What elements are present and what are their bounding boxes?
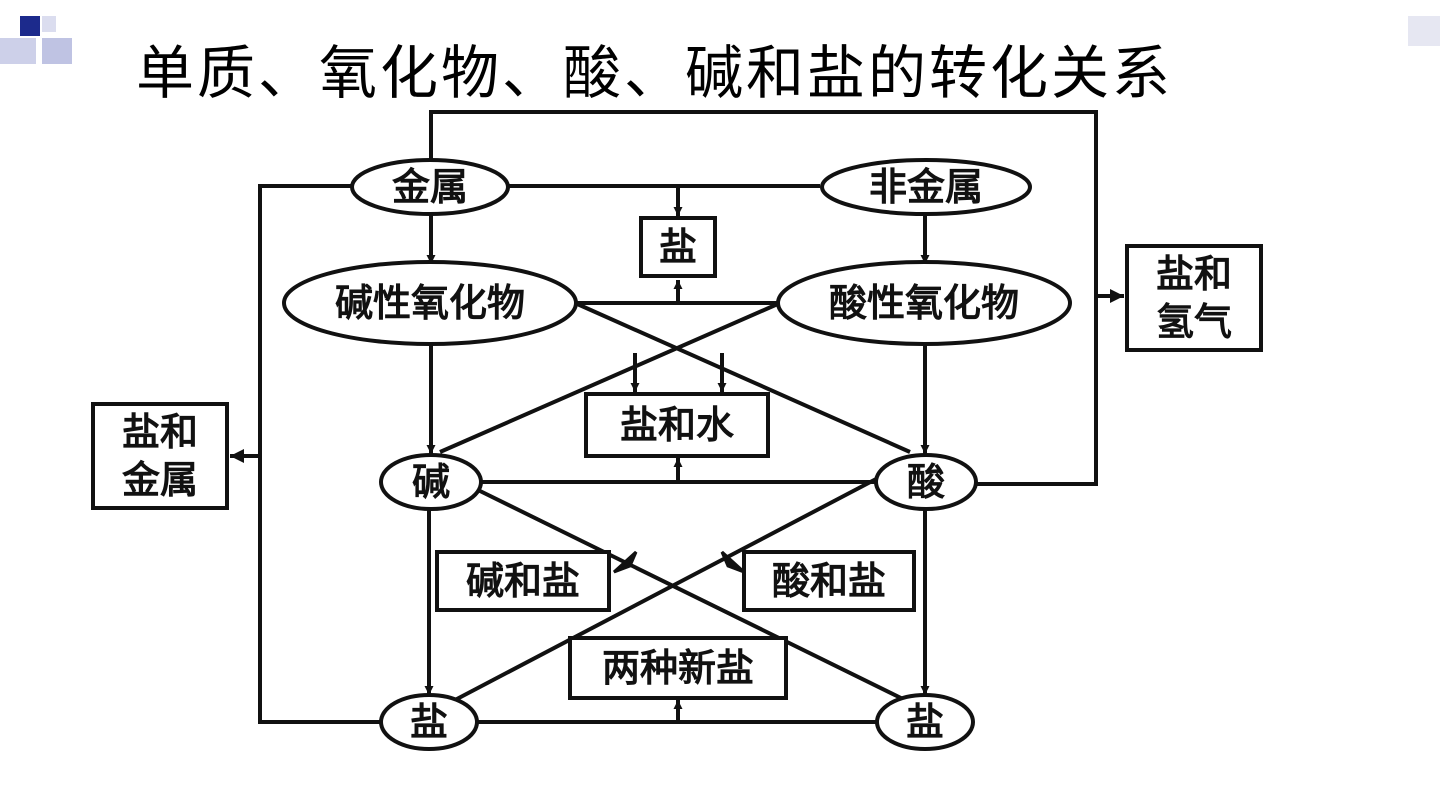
node-salt-hydrogen-label-2: 氢气: [1156, 300, 1232, 344]
node-basic-oxide-label: 碱性氧化物: [335, 281, 525, 325]
node-nonmetal-label: 非金属: [869, 165, 983, 209]
node-salt-hydrogen-box: [1125, 244, 1263, 352]
node-salt-right-label: 盐: [906, 700, 944, 744]
node-basic-oxide-ellipse: [282, 260, 578, 346]
node-salt-metal-box: [91, 402, 229, 510]
node-nonmetal-ellipse: [820, 158, 1032, 216]
node-base-salt-label: 碱和盐: [466, 559, 580, 603]
corner-deco-square-light: [42, 16, 56, 32]
corner-deco-square-light: [42, 38, 72, 64]
acid-to-salt-left-line: [454, 476, 879, 702]
node-base-label: 碱: [412, 460, 450, 504]
base-to-salt-right-line: [477, 488, 906, 702]
node-salt-right-ellipse: [875, 693, 975, 751]
corner-deco-square-light: [0, 38, 36, 64]
node-metal-label: 金属: [391, 165, 468, 209]
node-base-salt-box: [435, 550, 611, 612]
node-salt-water-label: 盐和水: [620, 403, 735, 447]
corner-deco-square-right: [1408, 16, 1440, 46]
node-salt-metal-label-2: 金属: [121, 458, 198, 502]
node-salt-hydrogen-label-1: 盐和: [1156, 252, 1232, 296]
node-salt-metal-label-1: 盐和: [122, 410, 198, 454]
acidic-oxide-to-base-line: [439, 301, 781, 454]
node-salt-left-label: 盐: [410, 700, 448, 744]
page-title: 单质、氧化物、酸、碱和盐的转化关系: [136, 39, 1174, 107]
node-acidic-oxide-ellipse: [776, 260, 1072, 346]
node-base-ellipse: [379, 453, 483, 511]
pointer-to-acid-salt: [720, 550, 746, 574]
loop-metal-acid-line: [429, 110, 1098, 486]
node-two-new-salts-label: 两种新盐: [602, 646, 754, 690]
node-acid-salt-box: [742, 550, 916, 612]
node-salt-top-box: [639, 216, 717, 278]
node-metal-ellipse: [350, 158, 510, 216]
node-salt-top-label: 盐: [659, 225, 697, 269]
node-acid-salt-label: 酸和盐: [772, 559, 886, 603]
node-acid-ellipse: [874, 453, 978, 511]
basic-oxide-to-acid-line: [574, 301, 911, 454]
node-salt-water-box: [584, 392, 770, 458]
node-acid-label: 酸: [907, 460, 946, 504]
corner-deco-square-dark: [20, 16, 40, 36]
node-two-new-salts-box: [568, 636, 788, 700]
node-salt-left-ellipse: [379, 693, 479, 751]
pointer-to-base-salt: [612, 550, 638, 574]
node-acidic-oxide-label: 酸性氧化物: [829, 281, 1019, 325]
